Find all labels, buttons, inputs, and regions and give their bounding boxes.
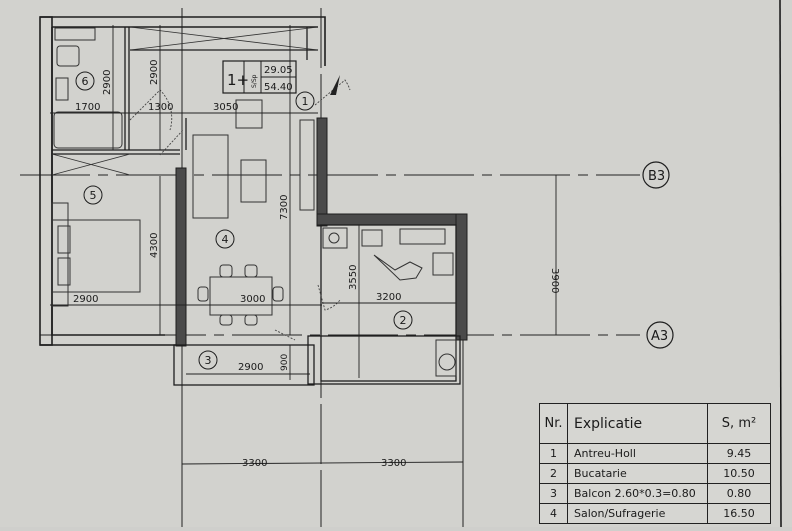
axis-a3-label: A3 — [651, 329, 668, 344]
legend-area: 10.50 — [707, 463, 771, 484]
dimension-labels: 1700 1300 3050 2900 2900 4300 7300 2900 … — [73, 60, 560, 469]
legend-nr: 3 — [539, 483, 568, 504]
room-legend-table: Nr. Explicatie S, m² 1 Antreu-Holl 9.45 … — [539, 403, 771, 524]
dim-bath-height: 2900 — [102, 70, 113, 95]
legend-header-area: S, m² — [707, 403, 771, 444]
dim-axis-spacing: 3900 — [549, 268, 560, 293]
dim-bedroom-height: 4300 — [149, 233, 160, 258]
legend-nr: 4 — [539, 503, 568, 524]
room-number-2: 2 — [400, 314, 407, 327]
dim-balcony-width: 2900 — [238, 362, 263, 373]
dimension-lines — [50, 25, 557, 465]
legend-explicatie: Salon/Sufragerie — [567, 503, 708, 524]
room-number-4: 4 — [222, 233, 229, 246]
entrance-arrow-icon — [330, 75, 340, 95]
partitions — [52, 27, 461, 386]
legend-header-explicatie: Explicatie — [567, 403, 708, 444]
legend-explicatie: Bucatarie — [567, 463, 708, 484]
legend-area: 9.45 — [707, 443, 771, 464]
dim-bath-width: 1700 — [75, 102, 100, 113]
outer-walls — [39, 16, 326, 346]
legend-area: 0.80 — [707, 483, 771, 504]
salon-furniture — [192, 99, 315, 326]
legend-header-nr: Nr. — [539, 403, 568, 444]
dim-kitchen-width: 3200 — [376, 292, 401, 303]
axis-markers: B3 A3 — [642, 161, 674, 349]
dim-kitchen-height: 3550 — [348, 265, 359, 290]
dim-bedroom-width: 2900 — [73, 294, 98, 305]
area-label-rotated: S/Sp — [251, 74, 258, 88]
grid-lines — [20, 8, 640, 527]
room-markers — [75, 71, 413, 370]
dim-hall-width: 1300 — [148, 102, 173, 113]
sheet-border — [779, 0, 782, 528]
room-number-6: 6 — [82, 75, 89, 88]
legend-explicatie: Balcon 2.60*0.3=0.80 — [567, 483, 708, 504]
dim-grid-left: 3300 — [242, 458, 267, 469]
dim-salon-width: 3000 — [240, 294, 265, 305]
legend-row: 4 Salon/Sufragerie 16.50 — [539, 503, 771, 524]
apartment-type-box: 1+ S/Sp 29.05 54.40 — [222, 60, 297, 94]
bed — [51, 202, 141, 307]
dim-hall-height: 2900 — [149, 60, 160, 85]
apartment-type: 1+ — [227, 71, 249, 89]
bathroom-fixtures — [53, 27, 123, 149]
legend-nr: 1 — [539, 443, 568, 464]
kitchen-fixtures — [322, 227, 457, 377]
legend-row: 3 Balcon 2.60*0.3=0.80 0.80 — [539, 483, 771, 504]
legend-row: 2 Bucatarie 10.50 — [539, 463, 771, 484]
legend-header-row: Nr. Explicatie S, m² — [539, 403, 771, 444]
dim-balcony-depth: 900 — [280, 354, 290, 371]
room-number-1: 1 — [302, 95, 309, 108]
dim-grid-right: 3300 — [381, 458, 406, 469]
legend-row: 1 Antreu-Holl 9.45 — [539, 443, 771, 464]
legend-explicatie: Antreu-Holl — [567, 443, 708, 464]
ceiling-cross — [51, 26, 319, 176]
living-area: 29.05 — [264, 65, 293, 76]
legend-area: 16.50 — [707, 503, 771, 524]
legend-nr: 2 — [539, 463, 568, 484]
room-number-5: 5 — [90, 189, 97, 202]
room-number-3: 3 — [205, 354, 212, 367]
axis-b3-label: B3 — [648, 169, 665, 184]
dim-salon-height: 7300 — [279, 195, 290, 220]
total-area: 54.40 — [264, 82, 293, 93]
dim-salon-top-width: 3050 — [213, 102, 238, 113]
